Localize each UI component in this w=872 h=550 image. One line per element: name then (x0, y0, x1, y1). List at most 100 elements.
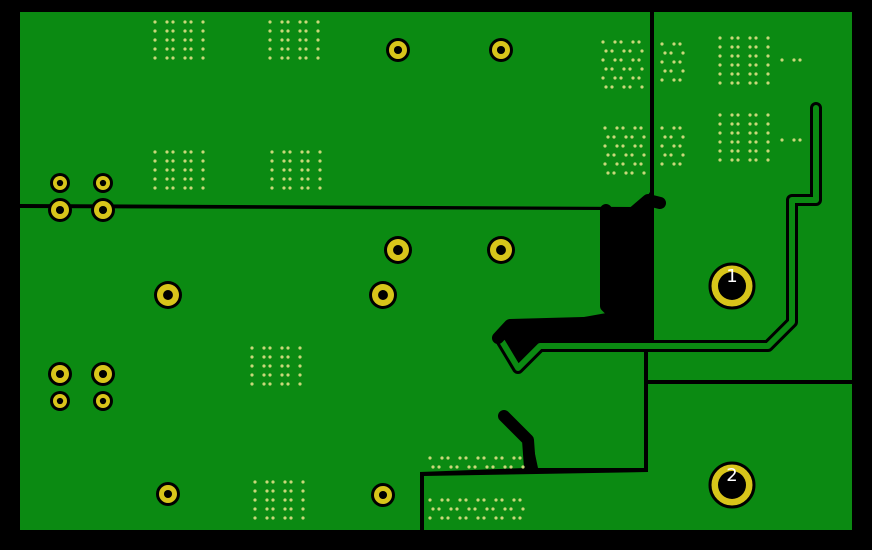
via-dot (754, 81, 758, 85)
mounting-hole (386, 38, 410, 62)
via-dot (286, 364, 290, 368)
via-dot (628, 85, 632, 89)
via-dot (748, 158, 752, 162)
via-dot (603, 144, 607, 148)
via-dot (286, 38, 290, 42)
via-dot (253, 489, 257, 493)
via-dot (283, 516, 287, 520)
via-dot (301, 480, 305, 484)
mounting-hole (93, 173, 113, 193)
via-dot (301, 507, 305, 511)
mounting-hole (369, 281, 397, 309)
via-dot (798, 58, 802, 62)
via-dot (613, 76, 617, 80)
via-dot (482, 456, 486, 460)
via-dot (201, 38, 205, 42)
via-dot (681, 51, 685, 55)
via-dot (476, 456, 480, 460)
via-dot (201, 168, 205, 172)
via-dot (672, 126, 676, 130)
via-dot (672, 42, 676, 46)
via-dot (615, 126, 619, 130)
mounting-hole (93, 391, 113, 411)
via-dot (283, 498, 287, 502)
via-dot (171, 38, 175, 42)
via-dot (718, 45, 722, 49)
via-dot (730, 122, 734, 126)
via-dot (494, 516, 498, 520)
via-dot (298, 47, 302, 51)
via-dot (300, 186, 304, 190)
via-dot (165, 168, 169, 172)
trace-vertical-pair-a (600, 204, 618, 318)
via-dot (730, 81, 734, 85)
via-dot (730, 36, 734, 40)
via-dot (265, 507, 269, 511)
via-dot (748, 140, 752, 144)
via-dot (748, 113, 752, 117)
via-dot (718, 122, 722, 126)
via-dot (660, 126, 664, 130)
via-dot (280, 382, 284, 386)
via-dot (748, 36, 752, 40)
via-dot (286, 29, 290, 33)
via-dot (268, 382, 272, 386)
via-dot (473, 465, 477, 469)
via-dot (754, 72, 758, 76)
pad-1[interactable]: 1 (708, 262, 756, 310)
via-dot (464, 498, 468, 502)
via-dot (153, 29, 157, 33)
via-dot (612, 171, 616, 175)
via-dot (603, 126, 607, 130)
via-dot (262, 364, 266, 368)
via-dot (518, 498, 522, 502)
mounting-hole (489, 38, 513, 62)
via-dot (622, 49, 626, 53)
via-dot (500, 456, 504, 460)
via-dot (282, 150, 286, 154)
via-dot (660, 144, 664, 148)
via-dot (509, 507, 513, 511)
via-dot (153, 168, 157, 172)
via-dot (201, 159, 205, 163)
via-dot (736, 149, 740, 153)
via-dot (268, 20, 272, 24)
via-dot (476, 498, 480, 502)
via-dot (464, 516, 468, 520)
via-dot (189, 29, 193, 33)
via-dot (280, 364, 284, 368)
via-dot (736, 54, 740, 58)
via-dot (271, 480, 275, 484)
via-dot (270, 150, 274, 154)
via-dot (280, 20, 284, 24)
via-dot (318, 177, 322, 181)
via-dot (473, 507, 477, 511)
via-dot (663, 69, 667, 73)
via-dot (280, 373, 284, 377)
via-dot (298, 355, 302, 359)
via-dot (201, 56, 205, 60)
via-dot (622, 85, 626, 89)
via-dot (603, 162, 607, 166)
via-dot (153, 56, 157, 60)
via-dot (639, 162, 643, 166)
pad-1-label: 1 (726, 266, 737, 287)
via-dot (512, 456, 516, 460)
via-dot (736, 72, 740, 76)
via-dot (601, 40, 605, 44)
pad-2[interactable]: 2 (708, 461, 756, 509)
via-dot (270, 186, 274, 190)
via-dot (283, 507, 287, 511)
mounting-hole (91, 362, 115, 386)
via-dot (640, 85, 644, 89)
via-dot (183, 38, 187, 42)
via-dot (286, 56, 290, 60)
via-dot (663, 135, 667, 139)
via-dot (286, 346, 290, 350)
via-dot (748, 81, 752, 85)
via-dot (754, 149, 758, 153)
via-dot (300, 168, 304, 172)
via-dot (613, 58, 617, 62)
via-dot (660, 42, 664, 46)
via-dot (282, 186, 286, 190)
